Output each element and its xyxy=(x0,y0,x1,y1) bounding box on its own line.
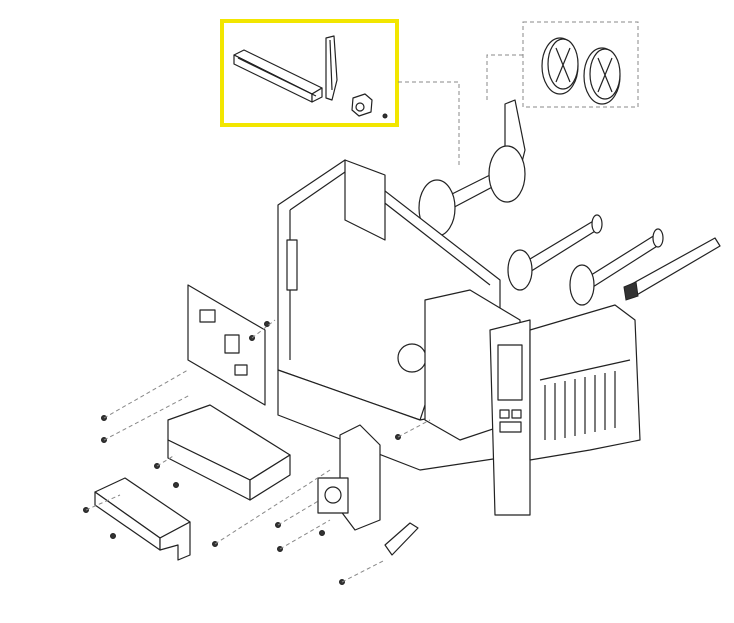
button xyxy=(499,409,510,419)
core-adapter-left xyxy=(541,37,579,95)
dashed-group-box xyxy=(522,21,639,108)
screw-leader-lines xyxy=(85,319,431,583)
button xyxy=(499,421,522,433)
frame-slot xyxy=(286,239,298,291)
media-guide-bar xyxy=(233,49,323,103)
guide-bracket xyxy=(325,35,338,101)
main-board xyxy=(187,284,266,406)
core-adapter-group xyxy=(522,21,639,108)
guide-knob xyxy=(351,93,373,117)
highlight-box xyxy=(220,19,399,127)
button xyxy=(511,409,522,419)
leader-lines xyxy=(398,54,523,165)
highlighted-part-group[interactable] xyxy=(220,19,399,127)
stepper-motor-assembly xyxy=(317,424,381,531)
power-supply xyxy=(167,404,291,501)
frame-hole xyxy=(397,343,427,373)
print-mechanism xyxy=(424,289,641,516)
ribbon-supply-spindle xyxy=(507,214,603,291)
screw xyxy=(382,113,388,119)
media-spindle xyxy=(418,99,526,237)
display-screen xyxy=(497,344,523,401)
mounting-bracket xyxy=(94,477,191,561)
ribbon-rewind-spindle xyxy=(569,228,664,306)
ribbon-shaft xyxy=(623,237,721,301)
core-adapter-right xyxy=(583,47,621,105)
sensor-part xyxy=(384,522,419,556)
